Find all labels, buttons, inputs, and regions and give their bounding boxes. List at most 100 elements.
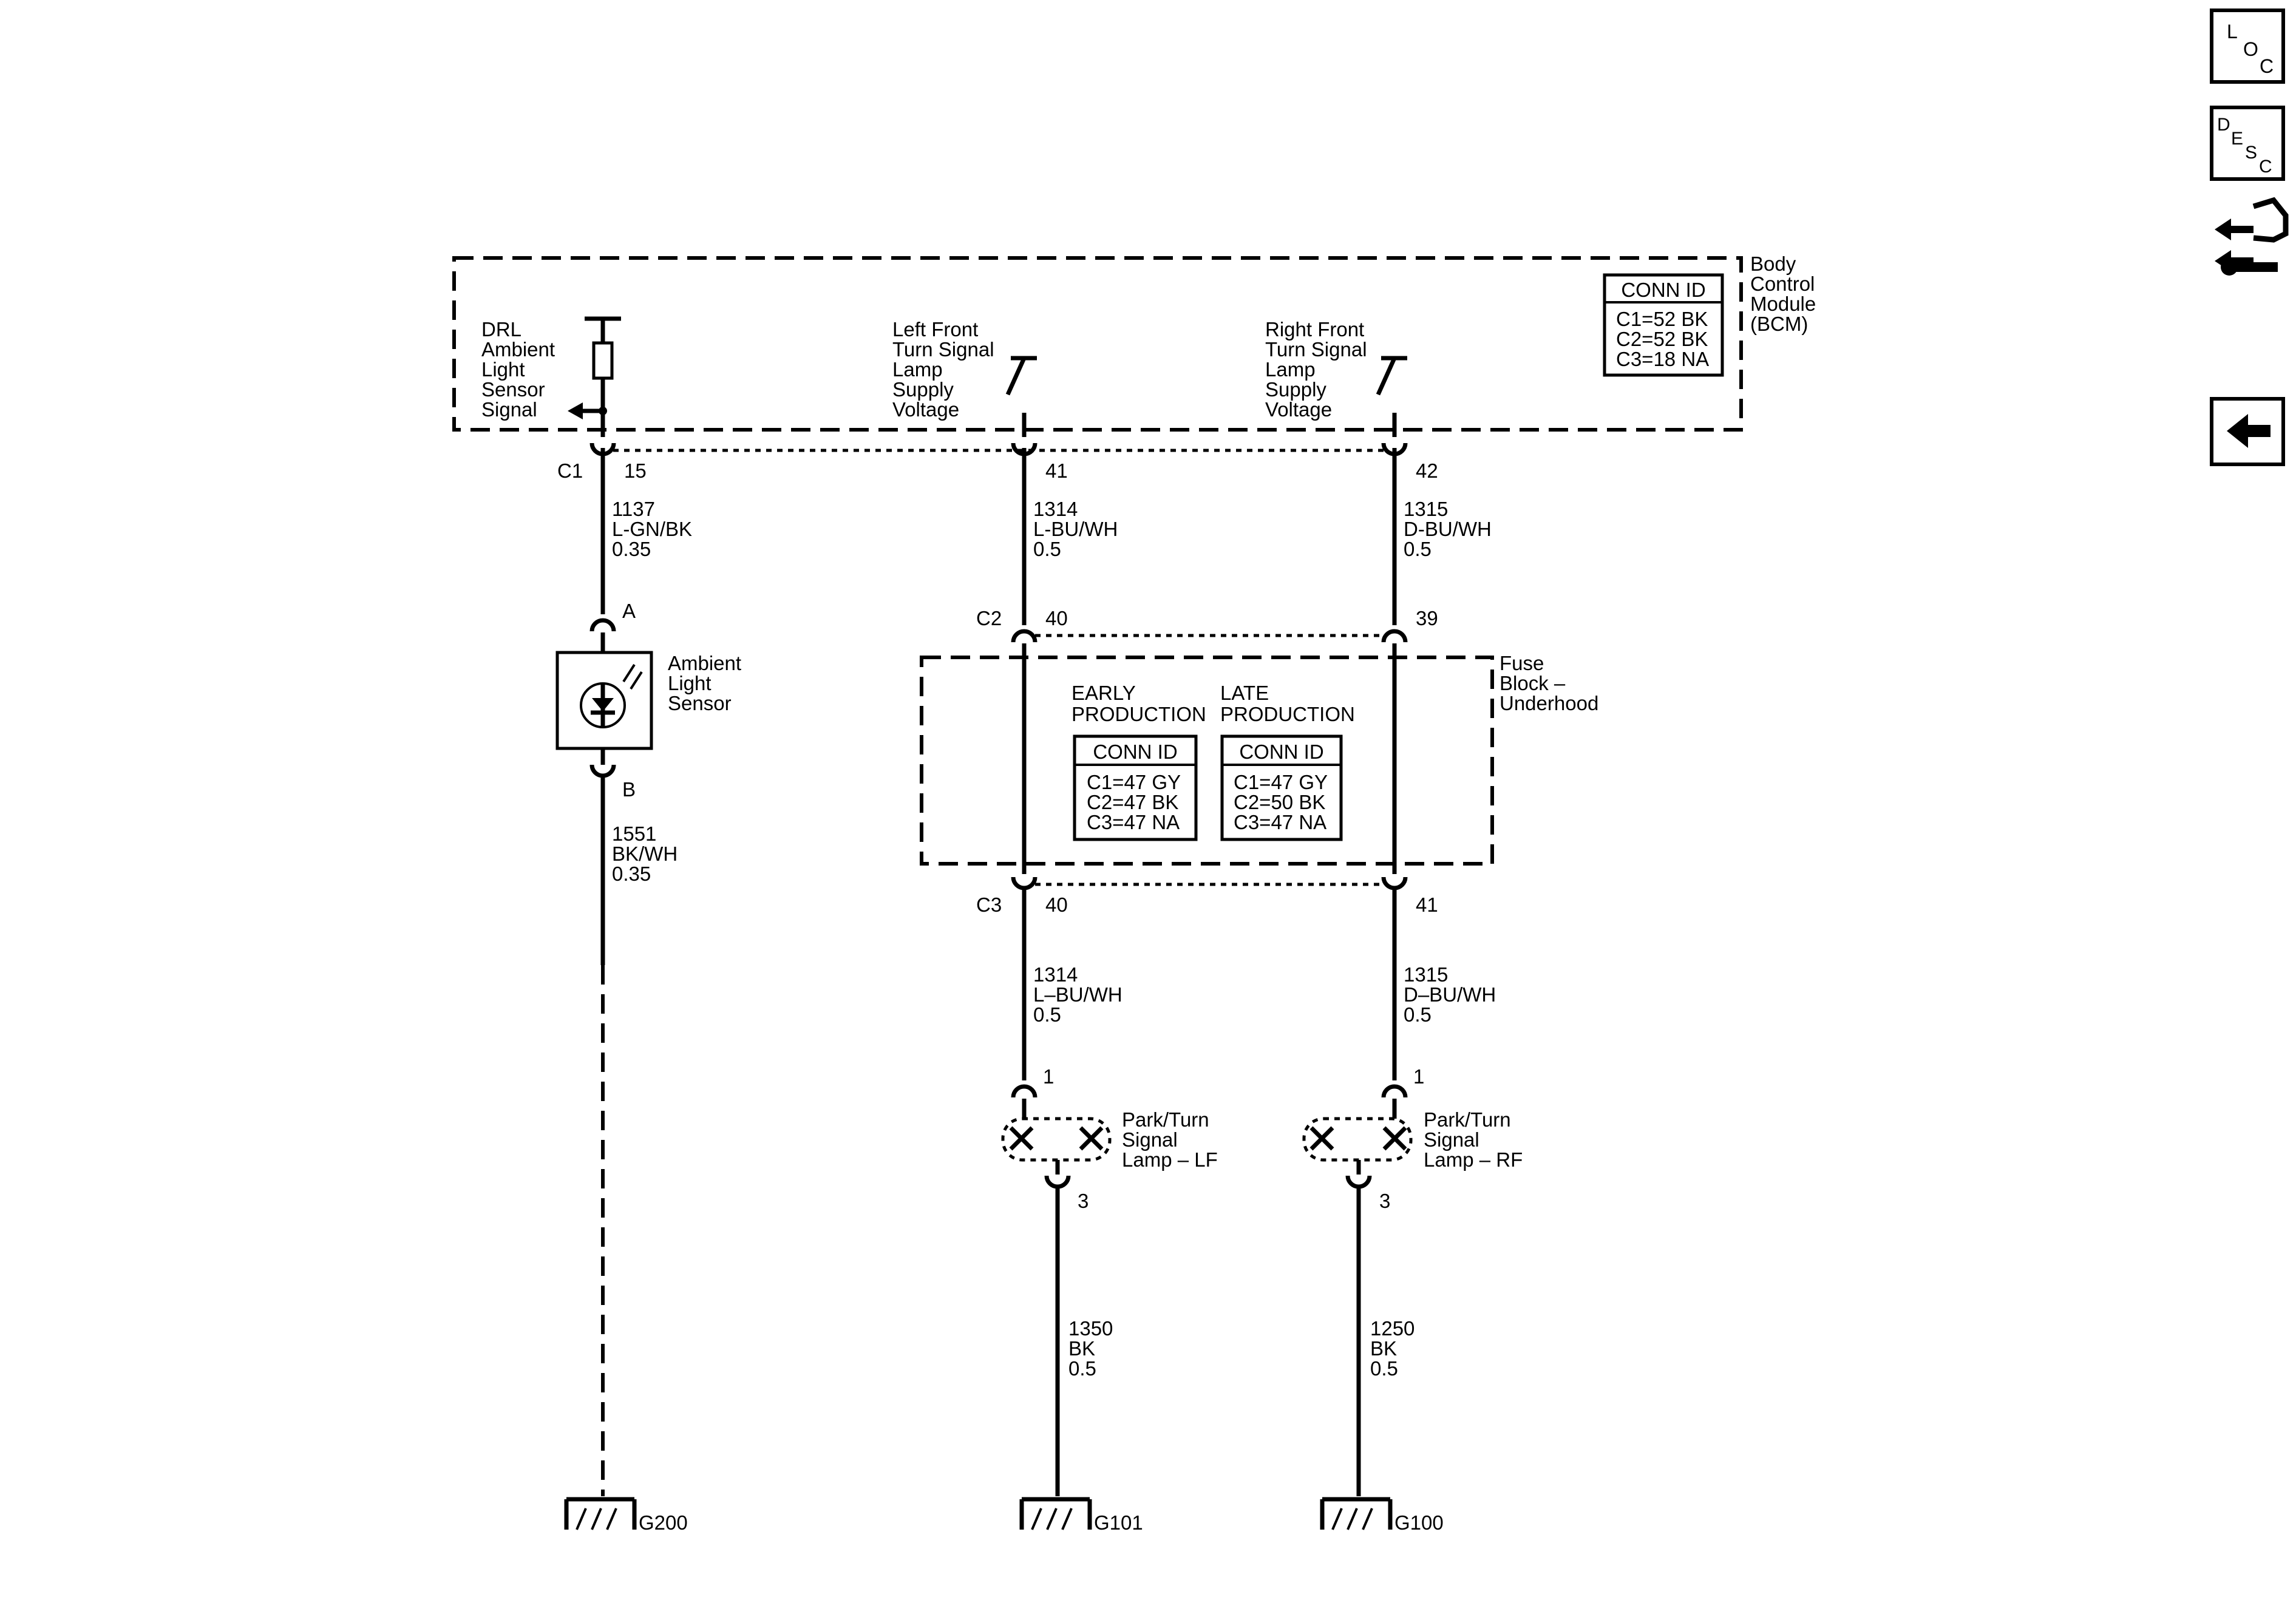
bcm-conn-id-line: C1=52 BK xyxy=(1616,308,1708,330)
svg-text:Light: Light xyxy=(668,672,712,694)
early-conn-id-line: C3=47 NA xyxy=(1087,811,1180,833)
svg-text:1137: 1137 xyxy=(612,498,655,520)
ambient-light-sensor-label: Ambient Light Sensor xyxy=(668,652,741,714)
wire-1551-label: 1551 BK/WH 0.35 xyxy=(612,822,678,885)
c2-label: C2 xyxy=(976,607,1002,629)
svg-text:Lamp – LF: Lamp – LF xyxy=(1122,1148,1218,1171)
svg-text:Sensor: Sensor xyxy=(481,378,545,401)
c2-pin-40: 40 xyxy=(1045,607,1068,629)
svg-text:(BCM): (BCM) xyxy=(1750,313,1808,335)
svg-text:LATE: LATE xyxy=(1220,682,1269,704)
svg-text:DRL: DRL xyxy=(481,318,521,341)
c1-pin-42: 42 xyxy=(1416,459,1438,482)
rf-supply-label: Right Front Turn Signal Lamp Supply Volt… xyxy=(1265,318,1367,421)
svg-text:0.5: 0.5 xyxy=(1033,538,1061,560)
ground-g101-label: G101 xyxy=(1094,1511,1143,1534)
svg-text:0.5: 0.5 xyxy=(1404,1003,1432,1026)
svg-text:1314: 1314 xyxy=(1033,498,1078,520)
svg-text:Ambient: Ambient xyxy=(481,338,555,361)
connector-tool-icon[interactable] xyxy=(2215,197,2289,276)
late-conn-id-line: C1=47 GY xyxy=(1234,771,1328,793)
svg-text:Supply: Supply xyxy=(892,378,954,401)
c3-label: C3 xyxy=(976,893,1002,916)
svg-text:Body: Body xyxy=(1750,253,1796,275)
location-button[interactable]: L O C xyxy=(2210,8,2285,84)
svg-text:1551: 1551 xyxy=(612,822,656,845)
svg-text:L-BU/WH: L-BU/WH xyxy=(1033,518,1118,540)
bcm-conn-id-header: CONN ID xyxy=(1621,279,1705,301)
svg-text:Fuse: Fuse xyxy=(1500,652,1544,674)
wire-1250-label: 1250 BK 0.5 xyxy=(1370,1317,1415,1380)
ground-g100-symbol xyxy=(1320,1497,1393,1530)
c1-label: C1 xyxy=(557,459,583,482)
drl-resistor-symbol xyxy=(568,316,621,437)
rf-lamp-label: Park/Turn Signal Lamp – RF xyxy=(1424,1108,1523,1171)
c3-pin-41: 41 xyxy=(1416,893,1438,916)
svg-text:Park/Turn: Park/Turn xyxy=(1122,1108,1209,1131)
description-button[interactable]: D E S C xyxy=(2210,106,2285,181)
late-conn-id-box xyxy=(1220,734,1343,841)
back-arrow-icon xyxy=(2227,414,2271,448)
rf-lamp-pin-3-terminal xyxy=(1345,1175,1372,1189)
svg-text:C: C xyxy=(2259,157,2272,177)
early-production-label: EARLY PRODUCTION xyxy=(1072,682,1206,725)
rf-switch-symbol xyxy=(1376,356,1407,437)
svg-text:Light: Light xyxy=(481,358,525,381)
svg-text:Voltage: Voltage xyxy=(892,398,959,421)
early-conn-id-line: C1=47 GY xyxy=(1087,771,1181,793)
svg-text:O: O xyxy=(2243,38,2258,60)
ground-g100-label: G100 xyxy=(1394,1511,1444,1534)
rf-lamp-pin-1: 1 xyxy=(1413,1065,1424,1088)
svg-text:0.35: 0.35 xyxy=(612,538,651,560)
svg-text:1315: 1315 xyxy=(1404,963,1448,986)
fuse-block-outline xyxy=(920,656,1494,866)
svg-text:E: E xyxy=(2231,129,2243,149)
svg-text:0.5: 0.5 xyxy=(1033,1003,1061,1026)
svg-text:0.35: 0.35 xyxy=(612,863,651,885)
back-button[interactable] xyxy=(2210,397,2285,466)
bcm-conn-id-line: C3=18 NA xyxy=(1616,348,1709,370)
svg-text:Underhood: Underhood xyxy=(1500,692,1598,714)
svg-text:1350: 1350 xyxy=(1068,1317,1113,1340)
bcm-conn-id-line: C2=52 BK xyxy=(1616,328,1708,350)
svg-text:D–BU/WH: D–BU/WH xyxy=(1404,983,1496,1006)
svg-text:C: C xyxy=(2260,55,2274,77)
wire-1315-lower-label: 1315 D–BU/WH 0.5 xyxy=(1404,963,1496,1026)
lf-supply-label: Left Front Turn Signal Lamp Supply Volta… xyxy=(892,318,994,421)
c1-terminals xyxy=(589,442,1408,456)
svg-text:0.5: 0.5 xyxy=(1404,538,1432,560)
svg-text:1315: 1315 xyxy=(1404,498,1448,520)
c2-terminals xyxy=(1011,629,1408,643)
svg-text:Lamp – RF: Lamp – RF xyxy=(1424,1148,1523,1171)
svg-text:L-GN/BK: L-GN/BK xyxy=(612,518,692,540)
early-conn-id-header: CONN ID xyxy=(1093,741,1177,763)
late-conn-id-line: C2=50 BK xyxy=(1234,791,1325,813)
svg-text:Block –: Block – xyxy=(1500,672,1566,694)
svg-text:D-BU/WH: D-BU/WH xyxy=(1404,518,1492,540)
sensor-pin-b: B xyxy=(622,778,636,801)
wire-1350-label: 1350 BK 0.5 xyxy=(1068,1317,1113,1380)
rf-lamp-pin-1-terminal xyxy=(1381,1084,1408,1098)
svg-text:BK: BK xyxy=(1370,1337,1397,1360)
svg-text:BK: BK xyxy=(1068,1337,1095,1360)
c2-pin-39: 39 xyxy=(1416,607,1438,629)
svg-text:0.5: 0.5 xyxy=(1068,1357,1096,1380)
drl-signal-label: DRL Ambient Light Sensor Signal xyxy=(481,318,555,421)
wire-1315-upper-label: 1315 D-BU/WH 0.5 xyxy=(1404,498,1492,560)
svg-text:Ambient: Ambient xyxy=(668,652,741,674)
ambient-light-sensor-symbol xyxy=(555,651,653,750)
svg-text:0.5: 0.5 xyxy=(1370,1357,1398,1380)
lf-lamp-pin-3-terminal xyxy=(1044,1175,1071,1189)
c1-pin-41: 41 xyxy=(1045,459,1068,482)
ground-g200-label: G200 xyxy=(639,1511,688,1534)
svg-text:Park/Turn: Park/Turn xyxy=(1424,1108,1511,1131)
svg-text:Module: Module xyxy=(1750,293,1816,315)
svg-text:Signal: Signal xyxy=(1424,1128,1479,1151)
lf-lamp-pin-1-terminal xyxy=(1011,1084,1038,1098)
early-conn-id-box xyxy=(1073,734,1198,841)
svg-text:Turn Signal: Turn Signal xyxy=(892,338,994,361)
svg-text:Signal: Signal xyxy=(1122,1128,1178,1151)
c3-terminals xyxy=(1011,876,1408,890)
svg-text:Voltage: Voltage xyxy=(1265,398,1332,421)
